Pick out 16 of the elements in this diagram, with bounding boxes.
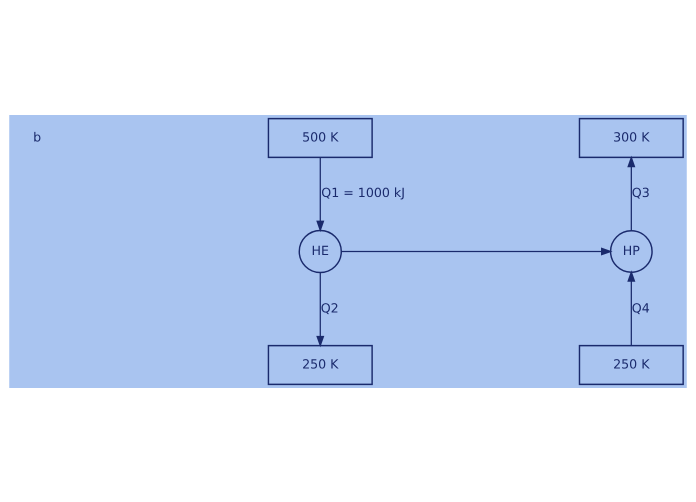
arrow — [342, 246, 613, 256]
edge-label: Q3 — [632, 184, 650, 200]
edge-label: Q2 — [320, 300, 339, 315]
node-box: 250 K — [578, 344, 684, 385]
edge-label: Q1 = 1000 kJ — [321, 184, 405, 200]
edge-label: Q4 — [632, 300, 650, 315]
node-box: 300 K — [578, 117, 684, 158]
arrow — [627, 270, 636, 345]
arrow — [316, 157, 324, 232]
node-box: 250 K — [268, 344, 373, 385]
arrow — [627, 155, 636, 230]
arrow — [316, 272, 324, 347]
node-circle: HE — [298, 229, 342, 273]
label: b — [33, 128, 42, 144]
node-circle: HP — [610, 230, 653, 272]
node-box: 500 K — [268, 117, 373, 158]
